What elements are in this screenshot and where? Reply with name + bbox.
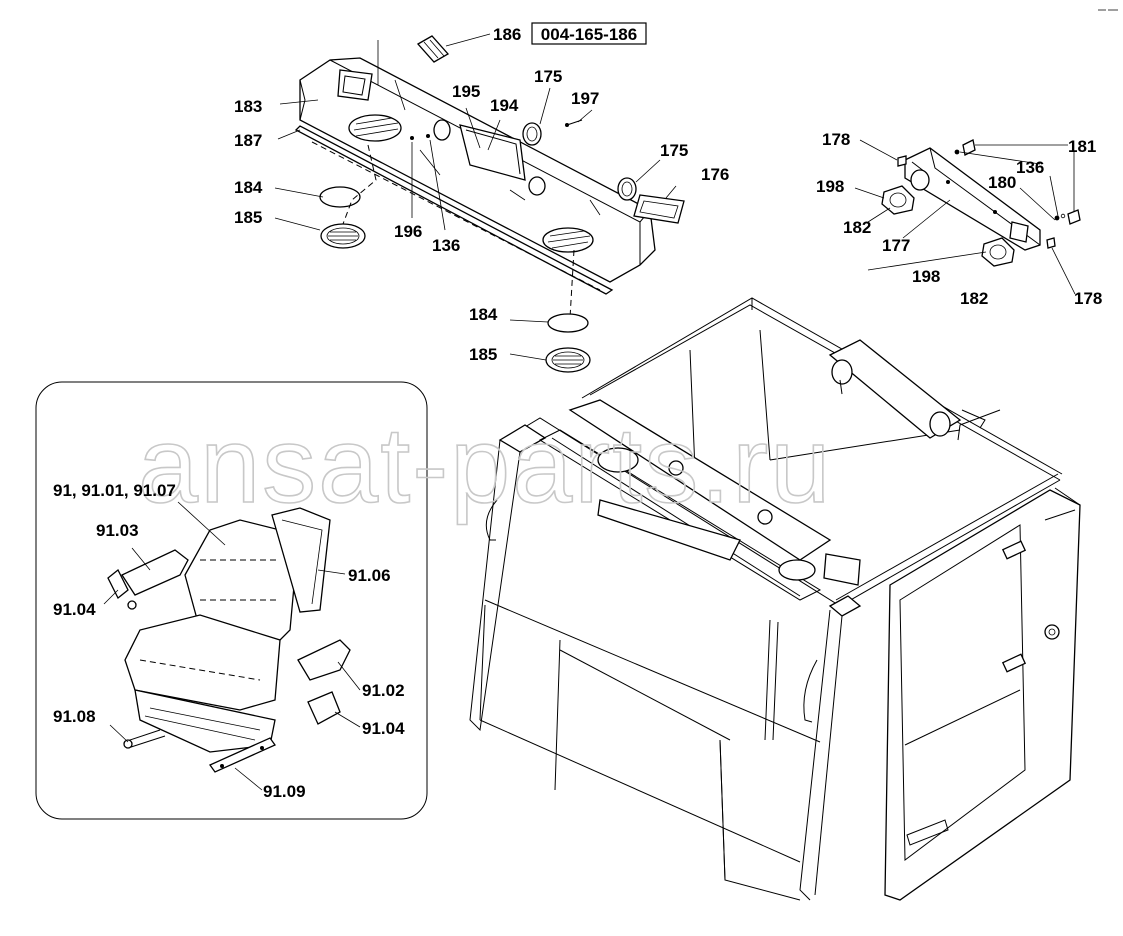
speaker-185-bottom: [545, 347, 591, 373]
trim-strip: [294, 125, 614, 295]
label-136-left: 136: [432, 236, 460, 255]
clip-181-bottom: [1067, 209, 1081, 225]
label-187: 187: [234, 131, 262, 150]
label-196: 196: [394, 222, 422, 241]
label-186: 186: [493, 25, 521, 44]
label-176: 176: [701, 165, 729, 184]
part-number-text: 004-165-186: [541, 25, 637, 44]
switch-block: [416, 35, 450, 63]
label-194: 194: [490, 96, 519, 115]
label-91-09: 91.09: [263, 782, 306, 801]
screw-178-top: [897, 155, 907, 167]
label-197: 197: [571, 89, 599, 108]
screw-196: [410, 136, 414, 140]
label-182-top: 182: [843, 218, 871, 237]
flange-182-bottom: [981, 237, 1015, 267]
label-175-top: 175: [534, 67, 562, 86]
right-grille: [542, 227, 594, 253]
label-185-left: 185: [234, 208, 262, 227]
gasket-184-bottom: [547, 313, 589, 333]
bezel-175-right: [617, 177, 637, 201]
label-91-08: 91.08: [53, 707, 96, 726]
bezel-175-top: [522, 122, 542, 146]
label-183: 183: [234, 97, 262, 116]
clip-181-top: [962, 139, 976, 156]
label-91-04-right: 91.04: [362, 719, 405, 738]
label-178-bottom: 178: [1074, 289, 1102, 308]
duct-bracket-177: [904, 147, 1041, 251]
label-184-bottom: 184: [469, 305, 498, 324]
seat-assembly: [107, 507, 351, 773]
vent-176: [633, 194, 685, 224]
part-number-box: [531, 22, 647, 45]
label-seat-91: 91, 91.01, 91.07: [53, 481, 176, 500]
label-175-right: 175: [660, 141, 688, 160]
seat-inset-frame: [35, 381, 428, 820]
label-91-02: 91.02: [362, 681, 405, 700]
label-136-right: 136: [1016, 158, 1044, 177]
left-grille: [348, 114, 402, 142]
label-178-top: 178: [822, 130, 850, 149]
label-195: 195: [452, 82, 480, 101]
label-182-bottom: 182: [960, 289, 988, 308]
watermark-text: ansat-parts.ru: [138, 404, 832, 525]
label-180: 180: [988, 173, 1016, 192]
flange-182-top: [881, 185, 915, 215]
label-185-bottom: 185: [469, 345, 497, 364]
cab-frame: [469, 297, 1081, 901]
label-91-06: 91.06: [348, 566, 391, 585]
screw-136: [426, 134, 430, 138]
label-181: 181: [1068, 137, 1096, 156]
label-184-left: 184: [234, 178, 263, 197]
headliner-panel: [299, 57, 656, 283]
label-177: 177: [882, 236, 910, 255]
gasket-184-left: [319, 186, 361, 208]
label-198-top: 198: [816, 177, 844, 196]
label-91-04-left: 91.04: [53, 600, 96, 619]
label-198-bottom: 198: [912, 267, 940, 286]
label-91-03: 91.03: [96, 521, 139, 540]
screw-178-bottom: [1046, 237, 1056, 249]
speaker-185-left: [320, 223, 366, 249]
